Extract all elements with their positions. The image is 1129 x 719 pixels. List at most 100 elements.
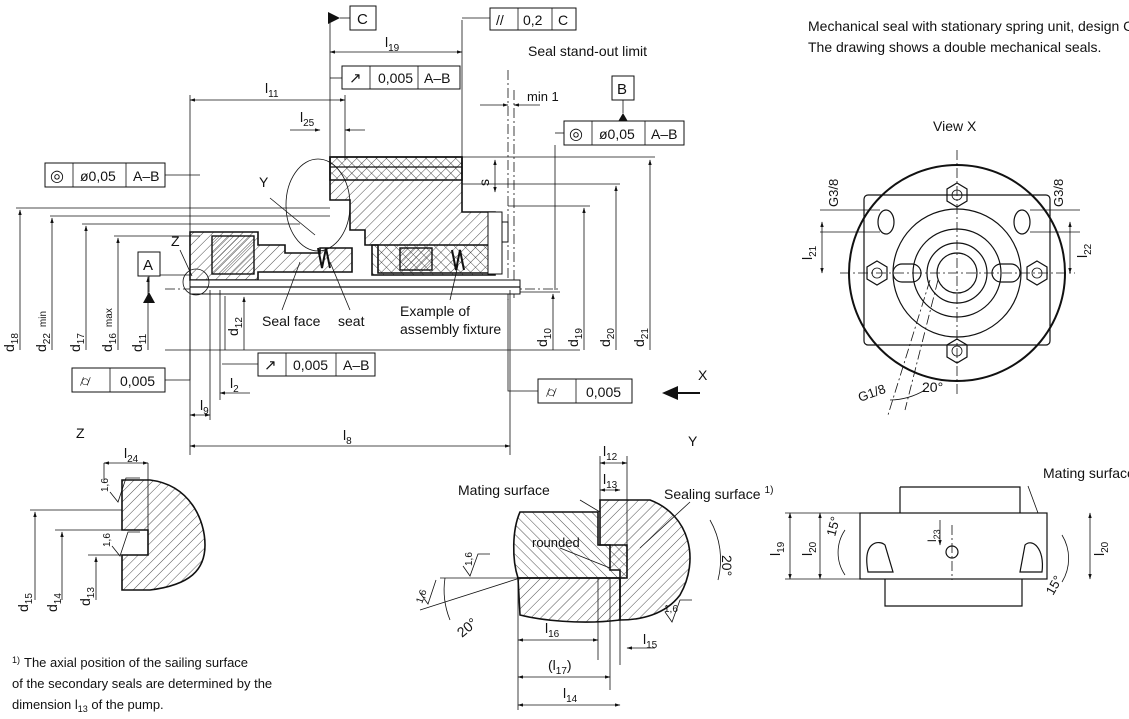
mating-surface-label-right: Mating surface	[1043, 465, 1129, 481]
roughness-symbol	[419, 579, 437, 605]
dim-d10-label: d10	[534, 328, 554, 347]
port-line-2	[904, 279, 939, 411]
tol-value: 0,005	[120, 373, 155, 389]
flat-right-leader	[507, 296, 538, 392]
datum-b-box	[611, 75, 635, 101]
mating-surface-label-left: Mating surface	[458, 482, 550, 498]
tolerance-frame-flat-right: ⌭ 0,005	[537, 378, 633, 404]
dim-d12-label: d12	[225, 317, 245, 336]
roughness-label: 1,6	[100, 478, 111, 492]
tol-symbol: ⌭	[546, 384, 557, 401]
tol-value: ø0,05	[599, 126, 635, 142]
angle-15-left: 15°	[823, 515, 843, 538]
port-g38-left	[877, 209, 895, 235]
datum-c-triangle	[328, 12, 340, 24]
slot-detail-top	[899, 486, 1021, 513]
tol-datum: A–B	[343, 357, 369, 373]
dim-l23-label: l23	[925, 529, 942, 542]
footnote-line-2: of the secondary seals are determined by…	[12, 676, 272, 691]
angle-20-y-left: 20°	[454, 614, 481, 640]
tol-value: 0,005	[378, 70, 413, 86]
detail-z-title: Z	[76, 425, 85, 441]
dim-l8-label: l8	[343, 427, 352, 447]
tol-value: 0,2	[523, 12, 543, 28]
roughness-symbol	[111, 531, 140, 557]
dim-d22-label: d22min	[33, 311, 53, 352]
tol-value: 0,005	[586, 384, 621, 400]
dim-l14-label: l14	[563, 685, 578, 705]
slot-left	[892, 263, 922, 283]
tol-symbol: //	[496, 12, 504, 28]
dim-l19-label: l19	[385, 34, 400, 54]
seal-ring-left	[211, 235, 255, 275]
tol-value: 0,005	[293, 357, 328, 373]
angle-20-y-right: 20°	[719, 555, 735, 576]
dim-d14-label: d14	[44, 593, 64, 612]
dim-l13-label: l13	[603, 471, 618, 491]
leader-seal-face	[281, 261, 301, 311]
detail-y-drawing	[419, 456, 721, 710]
roughness-symbol	[462, 553, 490, 577]
dim-d19-label: d19	[565, 328, 585, 347]
tolerance-frame-runout-bottom: ↗ 0,005 A–B	[257, 352, 376, 377]
leader-fixture	[449, 264, 459, 301]
detail-y-lower-section	[512, 511, 628, 579]
detail-z-drawing	[30, 461, 206, 600]
seal-face-label: Seal face	[262, 313, 321, 329]
g18-label: G1/8	[856, 381, 888, 405]
view-x-drawing	[820, 150, 1080, 416]
tolerance-frame-coax-right: ◎ ø0,05 A–B	[563, 120, 685, 146]
dim-l12-label: l12	[603, 443, 618, 463]
fixture-screw	[501, 221, 509, 243]
dim-l2-label: l2	[230, 375, 239, 395]
view-x-arrow	[662, 386, 700, 400]
tol-symbol: ⌭	[80, 373, 91, 390]
datum-a-label: A	[143, 257, 153, 274]
tol-symbol: ◎	[569, 126, 583, 143]
footnote-line-3: dimension l13 of the pump.	[12, 697, 164, 714]
angle-arc	[709, 519, 721, 581]
hex-nut	[866, 260, 888, 286]
angle-arc	[1061, 534, 1069, 583]
leader-mating-right	[1027, 485, 1039, 514]
datum-c-label: C	[357, 11, 368, 28]
dim-l21-label: l21	[799, 245, 819, 260]
leader-sealing	[639, 501, 691, 549]
description-line-2: The drawing shows a double mechanical se…	[808, 39, 1101, 55]
spring-unit-right	[399, 247, 433, 271]
dim-d17-label: d17	[67, 333, 87, 352]
roughness-label: 1,6	[414, 588, 429, 605]
tol-symbol: ↗	[264, 357, 277, 374]
leader-z	[179, 249, 193, 277]
view-x-arrow-label: X	[698, 367, 708, 383]
dim-l20-right-label: l20	[1091, 541, 1111, 556]
roughness-label: 1,6	[102, 533, 113, 547]
flat-left-leader	[165, 296, 191, 381]
dim-d20-label: d20	[597, 328, 617, 347]
detail-z-callout	[182, 268, 210, 296]
fixture-plate	[487, 211, 503, 275]
roughness-label: 1,6	[664, 604, 678, 615]
description-line-1: Mechanical seal with stationary spring u…	[808, 18, 1129, 34]
hex-nut	[1026, 260, 1048, 286]
roughness-label: 1,6	[464, 552, 475, 566]
slot-detail-bottom	[884, 579, 1023, 607]
detail-z-section	[121, 479, 206, 591]
dim-d18-label: d18	[1, 333, 21, 352]
detail-y-base-section	[517, 577, 621, 623]
g38-left-label: G3/8	[826, 179, 841, 207]
dim-l16-label: l16	[545, 620, 560, 640]
leader-rounded	[559, 547, 611, 569]
port-line	[887, 279, 931, 416]
tol-symbol: ↗	[349, 70, 362, 87]
dim-l20-left-label: l20	[799, 541, 819, 556]
dim-d13-label: d13	[77, 587, 97, 606]
detail-z-marker: Z	[171, 233, 180, 249]
dim-d15-label: d15	[15, 593, 35, 612]
dim-l25-label: l25	[300, 109, 315, 129]
angle-arc	[837, 529, 846, 576]
angle-arc	[889, 389, 926, 401]
dim-l24-label: l24	[124, 445, 139, 465]
